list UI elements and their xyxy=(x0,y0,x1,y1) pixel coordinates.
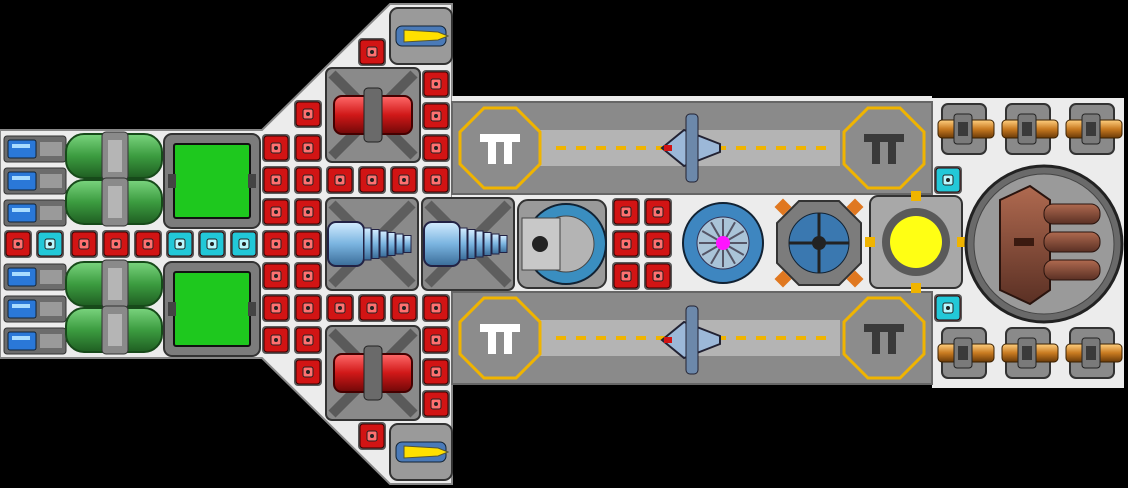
armor-red-icon[interactable] xyxy=(294,166,322,194)
landing-pad-icon[interactable] xyxy=(458,296,542,380)
landing-pad-icon[interactable] xyxy=(842,106,926,190)
battery-icon[interactable] xyxy=(3,199,67,227)
engine-icon[interactable] xyxy=(325,67,421,163)
armor-red-icon[interactable] xyxy=(134,230,162,258)
armor-red-icon[interactable] xyxy=(262,230,290,258)
armor-red-icon[interactable] xyxy=(262,166,290,194)
armor-cyan-icon[interactable] xyxy=(934,294,962,322)
tank-icon[interactable] xyxy=(65,305,163,355)
armor-red-icon[interactable] xyxy=(612,230,640,258)
gatling-icon[interactable] xyxy=(1001,327,1059,379)
armor-red-icon[interactable] xyxy=(390,166,418,194)
armor-red-icon[interactable] xyxy=(422,390,450,418)
landing-pad-icon[interactable] xyxy=(458,106,542,190)
gatling-icon[interactable] xyxy=(1065,103,1123,155)
armor-red-icon[interactable] xyxy=(262,198,290,226)
armor-red-icon[interactable] xyxy=(294,294,322,322)
railgun-icon[interactable] xyxy=(421,197,515,291)
battery-icon[interactable] xyxy=(3,295,67,323)
armor-red-icon[interactable] xyxy=(358,38,386,66)
armor-red-icon[interactable] xyxy=(358,294,386,322)
armor-red-icon[interactable] xyxy=(326,166,354,194)
armor-red-icon[interactable] xyxy=(262,262,290,290)
tank-icon[interactable] xyxy=(65,131,163,181)
armor-red-icon[interactable] xyxy=(294,326,322,354)
shield-icon[interactable] xyxy=(517,199,607,289)
armor-red-icon[interactable] xyxy=(358,166,386,194)
armor-red-icon[interactable] xyxy=(612,262,640,290)
armor-red-icon[interactable] xyxy=(644,198,672,226)
tank-icon[interactable] xyxy=(65,259,163,309)
armor-red-icon[interactable] xyxy=(612,198,640,226)
armor-red-icon[interactable] xyxy=(422,166,450,194)
armor-red-icon[interactable] xyxy=(326,294,354,322)
armor-red-icon[interactable] xyxy=(422,358,450,386)
armor-red-icon[interactable] xyxy=(294,100,322,128)
gatling-icon[interactable] xyxy=(937,327,995,379)
gyro-icon[interactable] xyxy=(682,202,764,284)
gatling-icon[interactable] xyxy=(937,103,995,155)
armor-cyan-icon[interactable] xyxy=(36,230,64,258)
landing-pad-icon[interactable] xyxy=(842,296,926,380)
armor-red-icon[interactable] xyxy=(262,134,290,162)
armor-red-icon[interactable] xyxy=(358,422,386,450)
battery-icon[interactable] xyxy=(3,135,67,163)
core-icon[interactable] xyxy=(865,191,967,293)
armor-red-icon[interactable] xyxy=(294,262,322,290)
tank-icon[interactable] xyxy=(65,177,163,227)
gatling-icon[interactable] xyxy=(1065,327,1123,379)
armor-red-icon[interactable] xyxy=(262,326,290,354)
battery-icon[interactable] xyxy=(3,327,67,355)
battery-icon[interactable] xyxy=(3,263,67,291)
reactor-icon[interactable] xyxy=(163,261,261,357)
armor-red-icon[interactable] xyxy=(644,230,672,258)
armor-red-icon[interactable] xyxy=(422,294,450,322)
battery-icon[interactable] xyxy=(3,167,67,195)
hull-mid-strip xyxy=(452,96,932,104)
armor-red-icon[interactable] xyxy=(102,230,130,258)
railgun-icon[interactable] xyxy=(325,197,419,291)
armor-cyan-icon[interactable] xyxy=(230,230,258,258)
missile-icon[interactable] xyxy=(389,7,453,65)
armor-red-icon[interactable] xyxy=(262,294,290,322)
armor-red-icon[interactable] xyxy=(422,70,450,98)
armor-red-icon[interactable] xyxy=(294,230,322,258)
fighter-icon[interactable] xyxy=(660,305,721,375)
fighter-icon[interactable] xyxy=(660,113,721,183)
armor-red-icon[interactable] xyxy=(294,198,322,226)
armor-red-icon[interactable] xyxy=(422,134,450,162)
armor-cyan-icon[interactable] xyxy=(934,166,962,194)
sensor-icon[interactable] xyxy=(774,198,864,288)
armor-red-icon[interactable] xyxy=(294,134,322,162)
turret-icon[interactable] xyxy=(964,164,1124,324)
armor-red-icon[interactable] xyxy=(4,230,32,258)
armor-red-icon[interactable] xyxy=(294,358,322,386)
reactor-icon[interactable] xyxy=(163,133,261,229)
missile-icon[interactable] xyxy=(389,423,453,481)
gatling-icon[interactable] xyxy=(1001,103,1059,155)
armor-red-icon[interactable] xyxy=(422,102,450,130)
armor-red-icon[interactable] xyxy=(644,262,672,290)
armor-cyan-icon[interactable] xyxy=(166,230,194,258)
armor-red-icon[interactable] xyxy=(422,326,450,354)
armor-cyan-icon[interactable] xyxy=(198,230,226,258)
engine-icon[interactable] xyxy=(325,325,421,421)
armor-red-icon[interactable] xyxy=(390,294,418,322)
armor-red-icon[interactable] xyxy=(70,230,98,258)
